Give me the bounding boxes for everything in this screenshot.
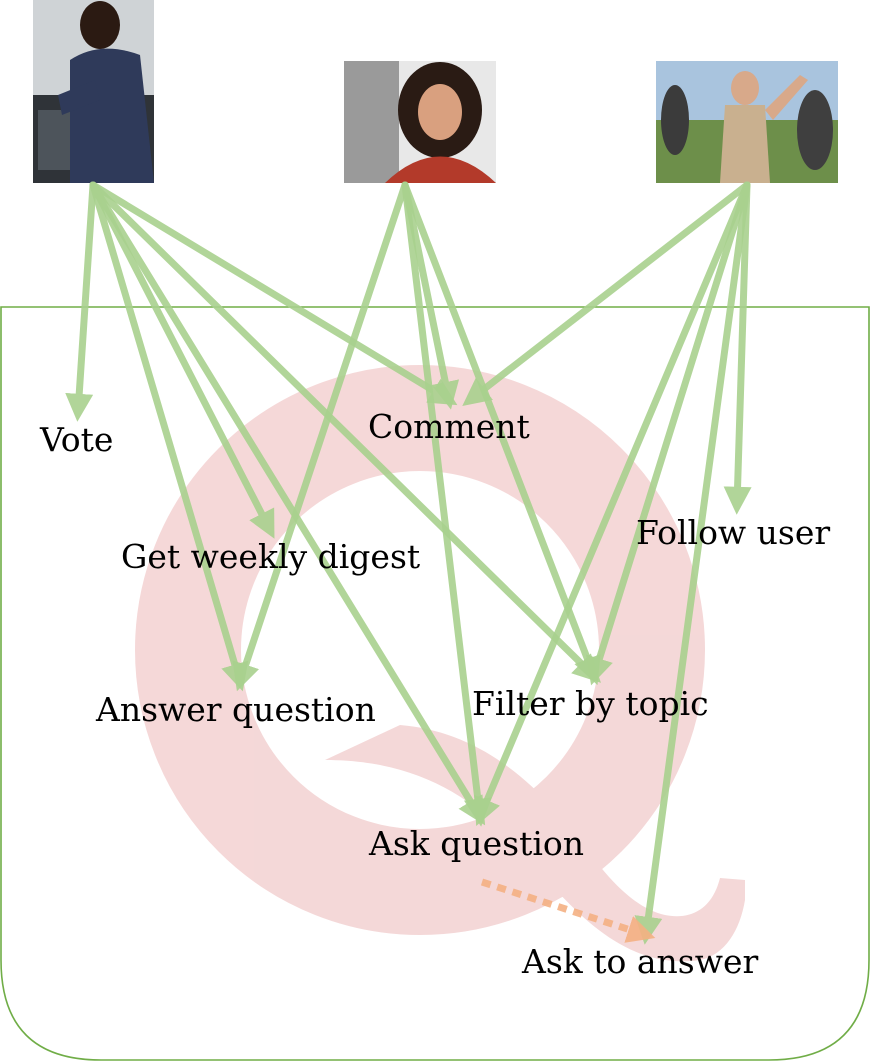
- feature-follow-user: Follow user: [636, 513, 830, 552]
- arrow-mechanic-to-ask_question: [89, 181, 486, 826]
- actor-crowd: [656, 61, 838, 183]
- actor-woman: [344, 61, 496, 183]
- arrow-mechanic-to-filter_topic: [89, 181, 601, 683]
- arrow-woman-to-filter_topic: [401, 181, 601, 686]
- feature-weekly-digest: Get weekly digest: [121, 537, 420, 576]
- arrow-mechanic-to-comment: [89, 181, 458, 406]
- arrow-crowd-to-ask_question: [474, 181, 751, 827]
- person-photo-mechanic-icon: [33, 0, 154, 183]
- arrow-mechanic-to-weekly_digest: [89, 181, 275, 539]
- links-layer: [65, 181, 752, 945]
- system-boundary: [0, 306, 870, 1061]
- person-photo-curly-hair-woman-icon: [344, 61, 496, 183]
- actor-mechanic: [33, 0, 154, 183]
- arrow-woman-to-ask_question: [401, 181, 492, 827]
- arrow-mechanic-to-answer_question: [89, 181, 249, 692]
- arrow-crowd-to-comment: [462, 181, 751, 407]
- feature-answer-question: Answer question: [95, 690, 376, 729]
- feature-filter-topic: Filter by topic: [472, 684, 709, 723]
- feature-ask-question: Ask question: [368, 824, 584, 863]
- quora-q-logo-icon: [135, 365, 745, 962]
- arrow-ask_question-to-ask_to_answer: [480, 878, 656, 943]
- arrow-mechanic-to-vote: [65, 181, 97, 422]
- arrow-crowd-to-follow_user: [723, 181, 752, 515]
- feature-vote: Vote: [39, 420, 113, 459]
- arrow-crowd-to-ask_to_answer: [634, 181, 751, 945]
- arrow-woman-to-answer_question: [232, 181, 409, 692]
- feature-ask-to-answer: Ask to answer: [521, 942, 759, 981]
- person-photo-crowd-woman-icon: [656, 61, 838, 183]
- arrow-crowd-to-filter_topic: [586, 181, 751, 686]
- feature-comment: Comment: [368, 407, 530, 446]
